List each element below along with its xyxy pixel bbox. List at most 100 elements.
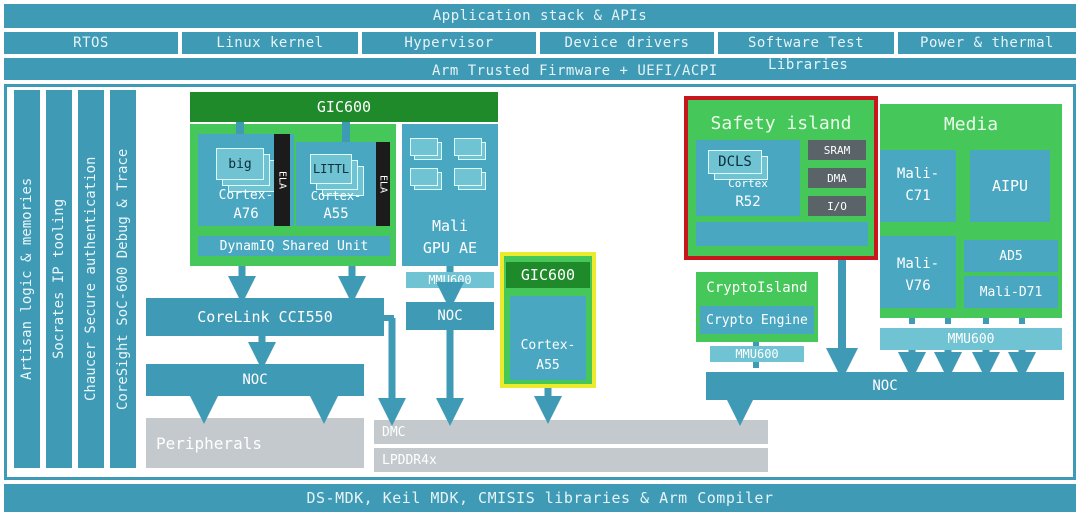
r52-cortex-label: Cortex xyxy=(728,176,768,190)
mali-v76-text2: V76 xyxy=(880,276,956,296)
mali-gpu-name1: Mali xyxy=(402,216,498,236)
ad5-label: AD5 xyxy=(999,248,1023,264)
mali-v76-label1: Mali- xyxy=(896,256,940,272)
noc-right: NOC xyxy=(706,372,1064,400)
mali-v76-box xyxy=(880,236,956,308)
software-test-label: Software Test xyxy=(747,35,865,51)
a55-text: A55 xyxy=(296,204,376,224)
cortex-a55-label2: A55 xyxy=(536,357,560,373)
software-test-box: Software Test xyxy=(718,32,894,54)
mali-c71-label1: Mali- xyxy=(896,166,940,182)
noc-right-label: NOC xyxy=(872,378,898,394)
io-box: I/O xyxy=(808,196,866,216)
socrates-label: Socrates IP tooling xyxy=(51,198,67,360)
little-ela: ELA xyxy=(376,142,390,226)
app-stack-bar: Application stack & APIs xyxy=(4,4,1076,28)
dma-box: DMA xyxy=(808,168,866,188)
crypto-mmu600: MMU600 xyxy=(710,346,804,362)
mali-c71-label2: C71 xyxy=(905,188,931,204)
little-label: LITTL xyxy=(312,162,350,176)
dsu-bar: DynamIQ Shared Unit xyxy=(198,236,390,256)
socrates-column: Socrates IP tooling xyxy=(46,90,72,468)
lpddr4x-box: LPDDR4x xyxy=(374,448,768,472)
chaucer-label: Chaucer Secure authentication xyxy=(83,156,99,402)
cortex-a55-label1: Cortex- xyxy=(520,337,576,353)
cci550-label: CoreLink CCI550 xyxy=(197,308,333,326)
little-cortex-text: Cortex- xyxy=(296,188,376,204)
hypervisor-box: Hypervisor xyxy=(362,32,536,54)
media-mmu-label: MMU600 xyxy=(947,331,995,347)
cortex-a55-text2: A55 xyxy=(510,356,586,374)
linux-kernel-box: Linux kernel xyxy=(182,32,358,54)
a55-label: A55 xyxy=(323,206,349,222)
gic600-cpu-bar: GIC600 xyxy=(190,92,498,122)
media-mmu600: MMU600 xyxy=(880,328,1062,350)
bottom-toolchain-bar: DS-MDK, Keil MDK, CMISIS libraries & Arm… xyxy=(4,484,1076,512)
ad5-box: AD5 xyxy=(964,240,1058,272)
mali-v76-text1: Mali- xyxy=(880,254,956,274)
dsu-label: DynamIQ Shared Unit xyxy=(219,238,369,254)
hypervisor-label: Hypervisor xyxy=(404,35,494,51)
cortex-a55-box xyxy=(510,296,586,380)
libraries-label: Libraries xyxy=(768,57,849,73)
device-drivers-box: Device drivers xyxy=(540,32,714,54)
firmware-label: Arm Trusted Firmware + UEFI/ACPI xyxy=(432,63,718,79)
crypto-mmu-label: MMU600 xyxy=(735,347,779,361)
io-label: I/O xyxy=(827,199,847,213)
toolchain-label: DS-MDK, Keil MDK, CMISIS libraries & Arm… xyxy=(306,489,774,507)
big-label: big xyxy=(228,156,252,172)
crypto-engine-box: Crypto Engine xyxy=(700,306,814,334)
mali-gpu-label1: Mali xyxy=(431,217,469,235)
dmc-label: DMC xyxy=(382,424,406,440)
corelink-cci550: CoreLink CCI550 xyxy=(146,298,384,336)
sram-box: SRAM xyxy=(808,140,866,160)
sram-label: SRAM xyxy=(823,143,851,157)
linux-kernel-label: Linux kernel xyxy=(216,35,324,51)
big-cortex-label: Cortex- xyxy=(218,187,274,203)
firmware-bar: Arm Trusted Firmware + UEFI/ACPI Librari… xyxy=(4,57,1076,80)
r52-cortex-text: Cortex xyxy=(696,176,800,190)
r52-text: R52 xyxy=(696,192,800,212)
gpu-core-icons xyxy=(410,138,490,202)
crypto-engine-label: Crypto Engine xyxy=(706,312,808,328)
power-thermal-box: Power & thermal xyxy=(898,32,1076,54)
r52-label: R52 xyxy=(735,194,761,210)
big-ela-label: ELA xyxy=(276,170,288,190)
little-core-stack-1: LITTL xyxy=(310,154,352,184)
artisan-column: Artisan logic & memories xyxy=(14,90,40,468)
cortex-a55-text1: Cortex- xyxy=(510,336,586,354)
a76-text: A76 xyxy=(198,204,294,224)
mali-d71-label: Mali-D71 xyxy=(979,284,1043,300)
gic600-a55-label: GIC600 xyxy=(520,266,576,284)
peripherals-label: Peripherals xyxy=(156,433,262,453)
mali-c71-text1: Mali- xyxy=(880,164,956,184)
safety-island-title: Safety island xyxy=(690,110,872,136)
gpu-mmu-label: MMU600 xyxy=(428,273,472,287)
a76-label: A76 xyxy=(233,206,259,222)
aipu-label: AIPU xyxy=(991,177,1029,195)
device-drivers-label: Device drivers xyxy=(564,35,690,51)
gic600-cpu-label: GIC600 xyxy=(316,98,372,116)
crypto-island-label: CryptoIsland xyxy=(706,280,808,296)
lpddr4x-label: LPDDR4x xyxy=(382,452,437,468)
dma-label: DMA xyxy=(827,171,847,185)
mali-c71-text2: C71 xyxy=(880,186,956,206)
safety-island-label: Safety island xyxy=(710,112,852,134)
mali-gpu-label2: GPU AE xyxy=(422,239,478,257)
gpu-noc: NOC xyxy=(406,302,494,330)
big-cortex-text: Cortex- xyxy=(198,186,294,204)
big-core-stack-1: big xyxy=(216,148,264,180)
crypto-island-title: CryptoIsland xyxy=(696,276,818,300)
gpu-noc-label: NOC xyxy=(437,308,463,324)
coresight-label: CoreSight SoC-600 Debug & Trace xyxy=(115,148,131,410)
media-label: Media xyxy=(943,113,999,135)
safety-bus xyxy=(696,222,868,246)
gic600-a55-header: GIC600 xyxy=(506,262,590,288)
artisan-label: Artisan logic & memories xyxy=(19,177,35,381)
big-ela: ELA xyxy=(274,134,290,226)
rtos-label: RTOS xyxy=(73,35,109,51)
peripherals-box: Peripherals xyxy=(146,418,364,468)
coresight-column: CoreSight SoC-600 Debug & Trace xyxy=(110,90,136,468)
dmc-box: DMC xyxy=(374,420,768,444)
mali-v76-label2: V76 xyxy=(905,278,931,294)
